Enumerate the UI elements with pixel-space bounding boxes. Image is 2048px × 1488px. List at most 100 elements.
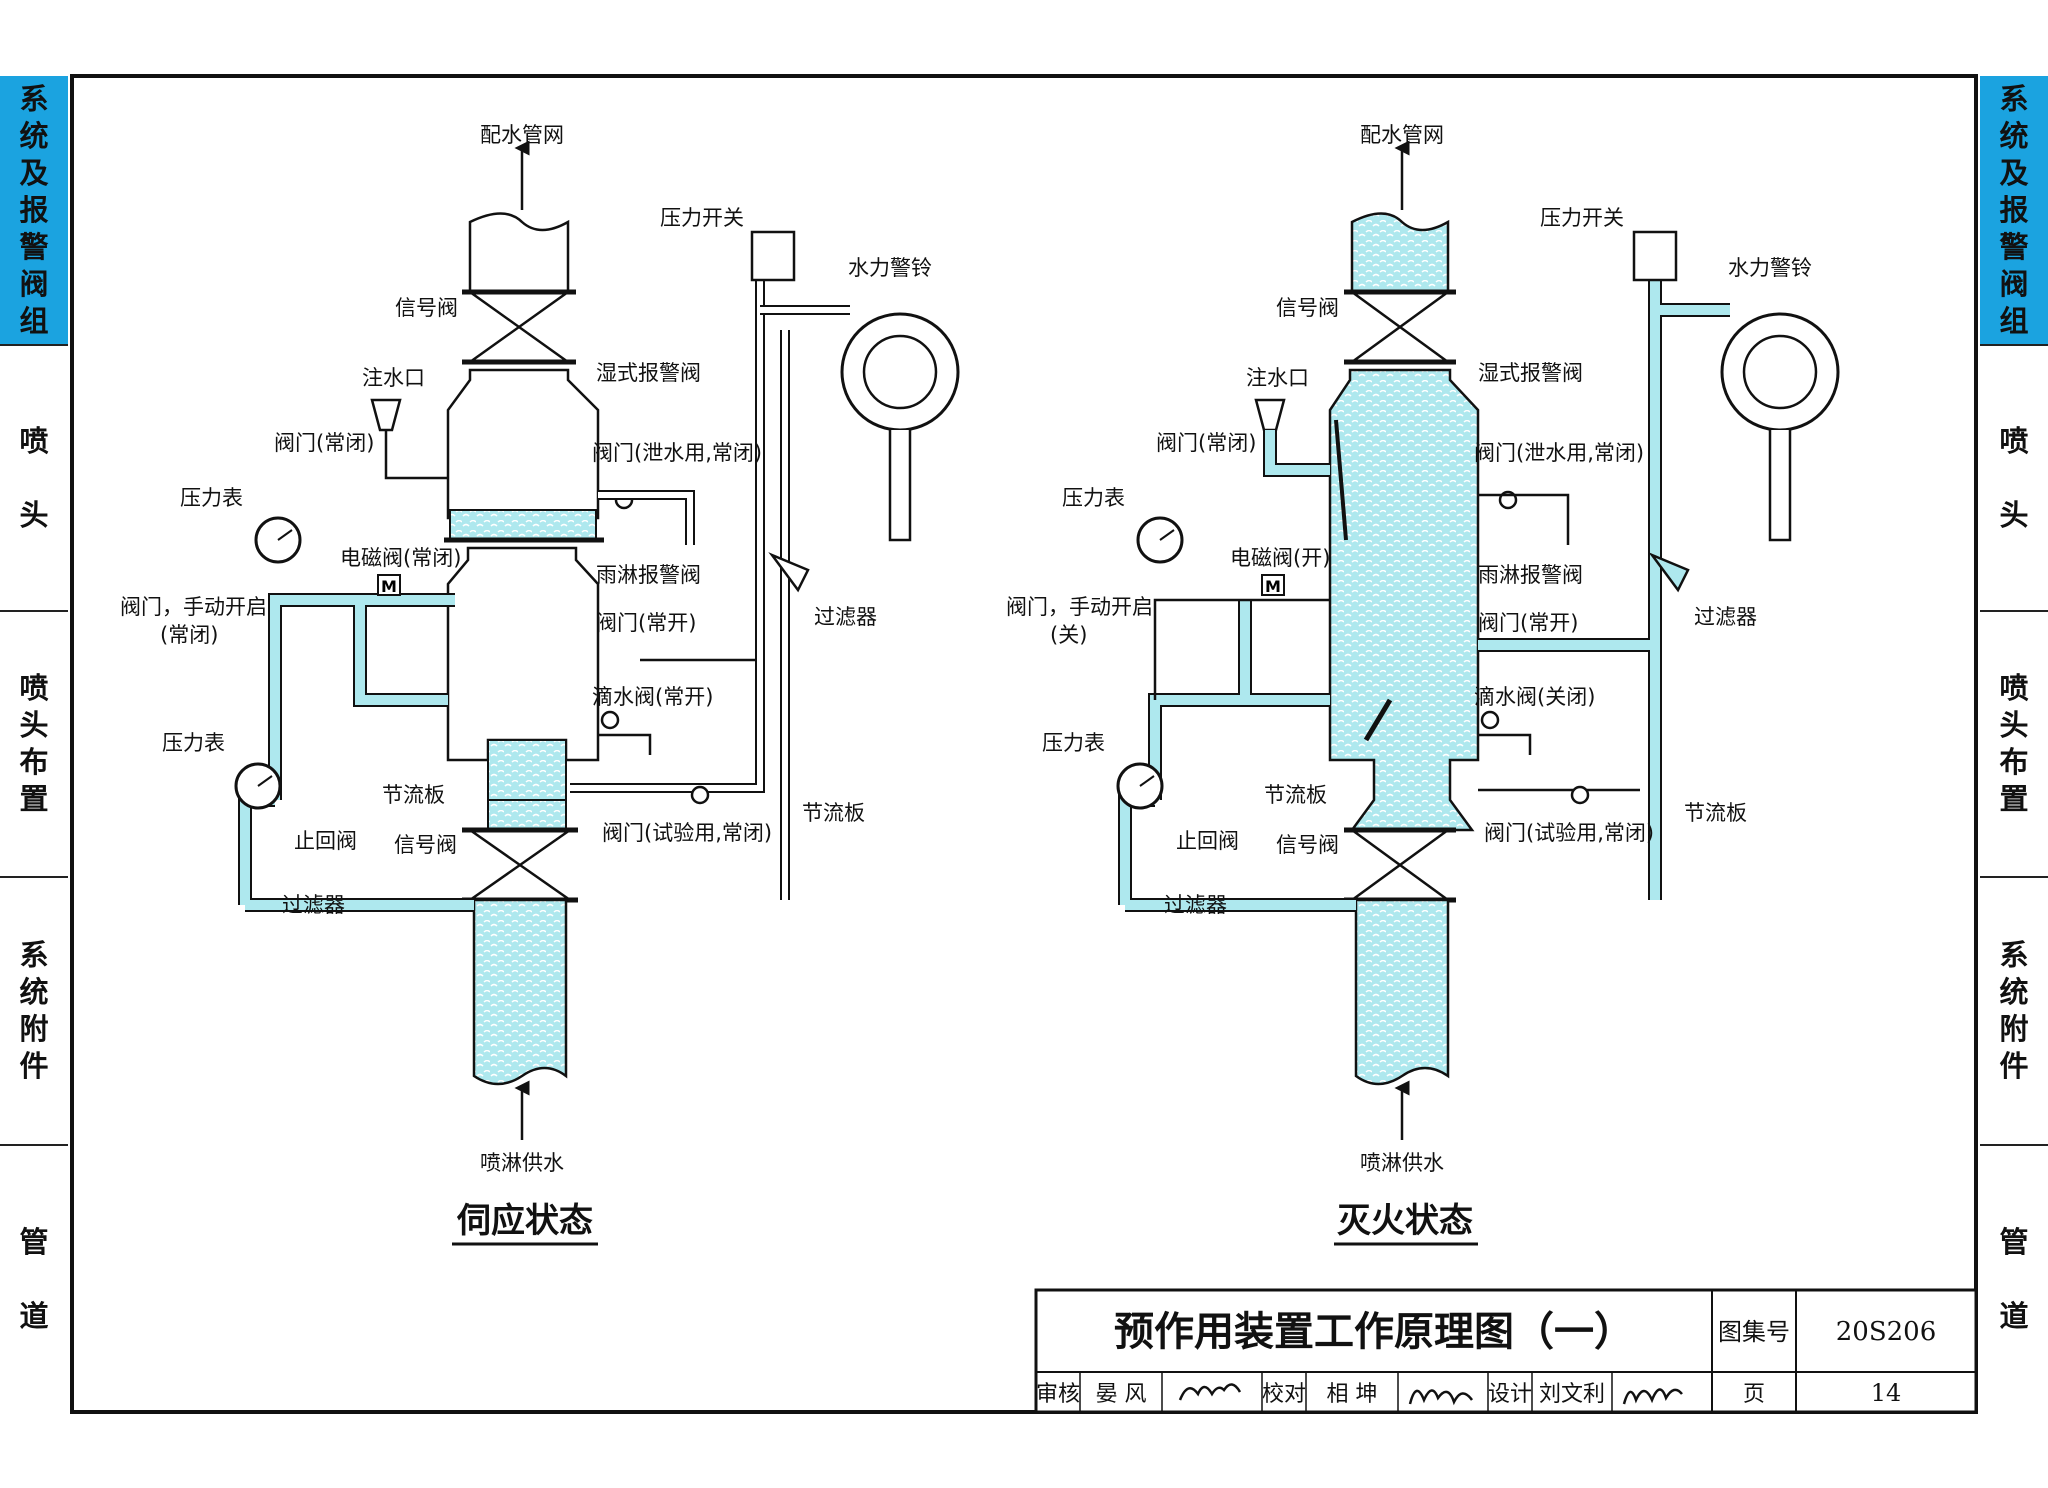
label-orifice-plate-left-fire: 节流板 — [1264, 783, 1327, 807]
label-drip-valve-fire: 滴水阀(关闭) — [1474, 685, 1595, 709]
label-valve-normally-open-fire: 阀门(常开) — [1478, 611, 1578, 635]
label-manual-valve-b: (常闭) — [160, 623, 218, 647]
label-solenoid-valve: 电磁阀(常闭) — [340, 546, 461, 570]
designer-signature — [1622, 1388, 1683, 1405]
sidebar-tab-label: 系 统 附 件 — [1999, 938, 2029, 1083]
atlas-label: 图集号 — [1718, 1318, 1790, 1346]
label-manual-valve-a-fire: 阀门，手动开启 — [1006, 595, 1153, 619]
label-signal-valve-top-fire: 信号阀 — [1276, 296, 1339, 320]
reviewer-signature — [1178, 1383, 1242, 1401]
sidebar-tab-valve-groups-right[interactable]: 系 统 及 报 警 阀 组 — [1980, 76, 2048, 344]
label-check-valve: 止回阀 — [294, 829, 357, 853]
label-strainer-left: 过滤器 — [282, 893, 345, 917]
sidebar-tab-pipes-right[interactable]: 管 道 — [1980, 1144, 2048, 1412]
page-number: 14 — [1871, 1379, 1902, 1407]
label-supply: 喷淋供水 — [480, 1151, 564, 1175]
label-manual-valve-a: 阀门，手动开启 — [120, 595, 267, 619]
sidebar-tab-label: 管 道 — [19, 1224, 49, 1333]
supply-pipe — [472, 898, 568, 1086]
label-orifice-plate-right: 节流板 — [802, 801, 865, 825]
checker-signature — [1408, 1389, 1474, 1406]
sidebar-tab-label: 喷 头 — [1999, 423, 2029, 532]
label-signal-valve-bottom: 信号阀 — [394, 833, 457, 857]
state-title-standby: 伺应状态 — [456, 1201, 593, 1241]
sidebar-tab-accessories-right[interactable]: 系 统 附 件 — [1980, 876, 2048, 1144]
wet-alarm-valve-body — [446, 368, 600, 520]
label-drip-valve: 滴水阀(常开) — [592, 685, 713, 709]
reviewer-name: 晏 风 — [1096, 1382, 1147, 1407]
designer-label: 设计 — [1488, 1382, 1532, 1407]
sidebar-tab-label: 喷 头 布 置 — [19, 671, 49, 816]
sidebar-tab-label: 系 统 及 报 警 阀 组 — [19, 81, 49, 338]
label-valve-normally-closed-fire: 阀门(常闭) — [1156, 431, 1256, 455]
sidebar-tab-label: 喷 头 — [19, 423, 49, 532]
label-pressure-gauge-1: 压力表 — [180, 486, 243, 510]
solenoid-valve-fire — [1261, 574, 1285, 596]
label-signal-valve-top: 信号阀 — [395, 296, 458, 320]
signal-valve-top-fire — [1348, 290, 1452, 364]
signal-valve-bottom — [466, 828, 574, 902]
label-fill-port-fire: 注水口 — [1246, 366, 1309, 390]
label-drain-valve: 阀门(泄水用,常闭) — [592, 441, 762, 465]
label-water-bell: 水力警铃 — [848, 256, 932, 280]
sidebar-tab-label: 管 道 — [1999, 1224, 2029, 1333]
solenoid-valve — [377, 574, 401, 596]
drawing-frame — [70, 74, 1978, 1414]
label-manual-valve-b-fire: (关) — [1050, 623, 1087, 647]
sidebar-tab-pipes[interactable]: 管 道 — [0, 1144, 68, 1412]
firefighting-diagram: M 配水管网 压力开关 水力警铃 信号阀 湿式报警阀 注水口 阀门(常闭) 阀门… — [1006, 123, 1840, 1246]
label-orifice-plate-right-fire: 节流板 — [1684, 801, 1747, 825]
label-solenoid-valve-fire: 电磁阀(开) — [1230, 546, 1330, 570]
sidebar-tab-label: 系 统 附 件 — [19, 938, 49, 1083]
deluge-valve-body — [446, 546, 600, 762]
svg-text:M: M — [1265, 577, 1281, 596]
label-strainer-left-fire: 过滤器 — [1164, 893, 1227, 917]
strainer-right-fire — [1648, 552, 1690, 593]
checker-name: 相 坤 — [1327, 1382, 1378, 1407]
label-top-outlet: 配水管网 — [480, 123, 564, 147]
drawing-title: 预作用装置工作原理图（一） — [1114, 1308, 1634, 1355]
sidebar-tab-valve-groups[interactable]: 系 统 及 报 警 阀 组 — [0, 76, 68, 344]
label-valve-normally-open: 阀门(常开) — [596, 611, 696, 635]
label-signal-valve-bottom-fire: 信号阀 — [1276, 833, 1339, 857]
page-label: 页 — [1743, 1382, 1765, 1407]
pressure-switch-fire — [1632, 230, 1678, 282]
label-check-valve-fire: 止回阀 — [1176, 829, 1239, 853]
pressure-switch — [750, 230, 796, 282]
sidebar-tab-accessories[interactable]: 系 统 附 件 — [0, 876, 68, 1144]
sidebar-tab-sprinkler[interactable]: 喷 头 — [0, 344, 68, 610]
label-test-valve-fire: 阀门(试验用,常闭) — [1484, 821, 1654, 845]
title-block: 预作用装置工作原理图（一） 图集号 20S206 审核 晏 风 校对 相 坤 设… — [1034, 1288, 1978, 1414]
strainer-right — [768, 552, 810, 593]
fill-port — [370, 398, 402, 432]
label-pressure-gauge-2: 压力表 — [162, 731, 225, 755]
label-valve-normally-closed: 阀门(常闭) — [274, 431, 374, 455]
reviewer-label: 审核 — [1036, 1382, 1080, 1407]
label-pressure-gauge-2-fire: 压力表 — [1042, 731, 1105, 755]
sidebar-tab-sprinkler-layout[interactable]: 喷 头 布 置 — [0, 610, 68, 876]
label-strainer-right-fire: 过滤器 — [1694, 605, 1757, 629]
designer-name: 刘文利 — [1539, 1382, 1605, 1407]
checker-label: 校对 — [1262, 1382, 1306, 1407]
svg-text:M: M — [381, 577, 397, 596]
label-wet-alarm-valve: 湿式报警阀 — [596, 361, 701, 385]
label-water-bell-fire: 水力警铃 — [1728, 256, 1812, 280]
sidebar-tab-label: 系 统 及 报 警 阀 组 — [1999, 81, 2029, 338]
atlas-number: 20S206 — [1836, 1317, 1937, 1347]
signal-valve-top — [466, 290, 572, 364]
fill-port-fire — [1254, 398, 1286, 432]
sidebar-tab-sprinkler-right[interactable]: 喷 头 — [1980, 344, 2048, 610]
label-fill-port: 注水口 — [362, 366, 425, 390]
label-wet-alarm-valve-fire: 湿式报警阀 — [1478, 361, 1583, 385]
label-strainer-right: 过滤器 — [814, 605, 877, 629]
label-pressure-switch-fire: 压力开关 — [1540, 206, 1624, 230]
label-pressure-gauge-1-fire: 压力表 — [1062, 486, 1125, 510]
label-top-outlet-fire: 配水管网 — [1360, 123, 1444, 147]
label-supply-fire: 喷淋供水 — [1360, 1151, 1444, 1175]
state-title-firefighting: 灭火状态 — [1337, 1201, 1473, 1241]
sidebar-tab-sprinkler-layout-right[interactable]: 喷 头 布 置 — [1980, 610, 2048, 876]
sidebar-tab-label: 喷 头 布 置 — [1999, 671, 2029, 816]
label-pressure-switch: 压力开关 — [660, 206, 744, 230]
label-deluge-valve-fire: 雨淋报警阀 — [1478, 563, 1583, 587]
